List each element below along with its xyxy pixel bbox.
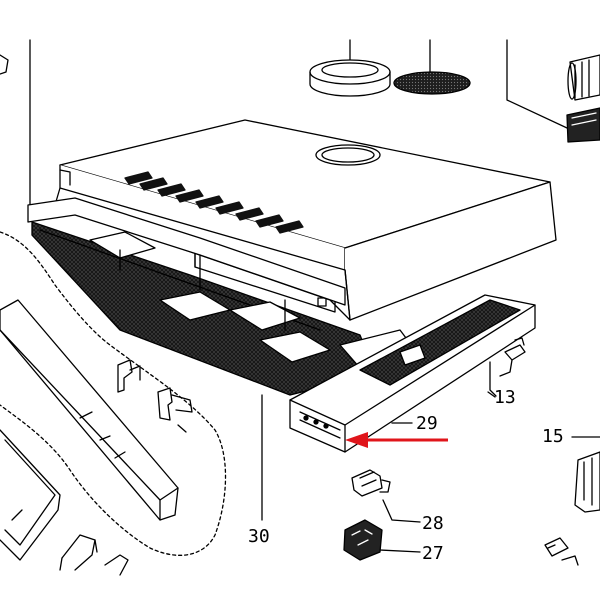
fan-motor bbox=[567, 54, 600, 101]
part-label-29: 29 bbox=[416, 413, 438, 434]
mounting-clip-1 bbox=[117, 359, 141, 393]
red-indicator-arrow bbox=[345, 432, 448, 448]
bottom-left-bracket bbox=[59, 534, 129, 576]
dashed-group-outline bbox=[0, 231, 227, 556]
part-15-bracket bbox=[574, 451, 600, 513]
part-label-28: 28 bbox=[422, 513, 444, 534]
mounting-clip-2 bbox=[157, 387, 193, 433]
leader-line-28 bbox=[382, 499, 421, 523]
leader-line-27 bbox=[379, 549, 421, 553]
part-label-30: 30 bbox=[248, 526, 270, 547]
glass-panel bbox=[0, 429, 61, 561]
front-trim-strip bbox=[0, 299, 179, 521]
leader-line-right bbox=[506, 39, 568, 129]
round-grille bbox=[393, 71, 471, 95]
part-label-15: 15 bbox=[542, 426, 564, 447]
leader-line-13 bbox=[487, 391, 496, 398]
part-label-27: 27 bbox=[422, 543, 444, 564]
top-left-fragment bbox=[0, 54, 9, 75]
part-28-latch bbox=[351, 469, 391, 497]
part-13-clip bbox=[489, 337, 526, 397]
fan-clip bbox=[566, 107, 600, 143]
motor-cap bbox=[309, 59, 391, 97]
lower-right-part bbox=[544, 537, 579, 566]
base-tray bbox=[289, 294, 536, 453]
range-hood-body bbox=[54, 119, 557, 321]
grease-filter-assembly bbox=[27, 197, 416, 396]
part-27-switch bbox=[343, 519, 383, 561]
part-label-13: 13 bbox=[494, 387, 516, 408]
